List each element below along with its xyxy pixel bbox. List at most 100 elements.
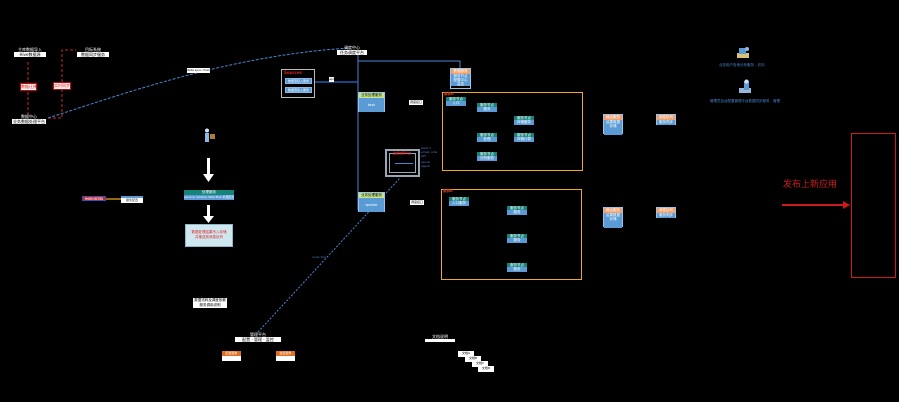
cluster-a-group[interactable]: 集群A	[442, 92, 583, 171]
business-node-bottom-body: worker	[359, 198, 384, 212]
monitor-side-label: Alert 1	[421, 146, 432, 150]
sources-panel-title: Sources	[284, 70, 302, 75]
monitor-title: 监控告警平台	[393, 151, 412, 155]
data-service-title: 数据服务	[451, 69, 470, 74]
dashed-label-sync: 实时同步	[53, 82, 71, 90]
output-node-body: 结果数据 存储	[604, 120, 622, 135]
monitor-signal-line	[395, 163, 413, 164]
source-node[interactable]: 主库数据导入 Hive数据源	[14, 47, 46, 57]
business-node-top[interactable]: 业务处理服务 task	[358, 92, 385, 112]
monitor-service-body	[276, 356, 295, 361]
person-icon	[202, 128, 216, 144]
process-service-node[interactable]: 处理服务 service module data flow 处理配置	[184, 190, 234, 202]
process-tag-red: 数据处理流程	[82, 196, 106, 201]
edge-label-bottom: 调度接口	[410, 200, 424, 205]
cluster-a-node[interactable]: 服务节点 存储服务	[514, 116, 534, 127]
cluster-b-node[interactable]: 服务节点 服务	[507, 206, 527, 217]
release-target-box[interactable]	[851, 133, 896, 278]
arrow-shaft-2	[207, 205, 210, 217]
config-service-body	[222, 356, 241, 361]
doc-card[interactable]: 文档B	[465, 356, 481, 362]
cluster-a-node[interactable]: 服务节点 服务	[477, 103, 497, 114]
config-tag: 服务配置	[121, 196, 143, 203]
monitor-panel[interactable]: 监控告警平台	[385, 149, 420, 177]
doc-stack-title: 文档说明	[432, 334, 448, 339]
doc-card[interactable]: 文档C	[472, 361, 488, 367]
data-service-body-2: 配置中心	[451, 78, 470, 82]
data-service-body-3: 监控	[451, 82, 470, 86]
output-node[interactable]: 输出服务 结果数据 存储	[603, 114, 623, 135]
sources-panel-item[interactable]: 数据源接入服务	[285, 87, 312, 93]
monitor-side-label: server	[421, 160, 431, 164]
monitor-side-label: agent	[421, 164, 430, 168]
cluster-b-group[interactable]: 集群B	[441, 189, 582, 280]
doc-card[interactable]: 文档A	[458, 351, 474, 357]
monitor-service-title: 监控服务	[276, 351, 295, 356]
cluster-b-node[interactable]: 服务节点 入口服务	[449, 197, 469, 208]
release-label: 发布上新应用	[783, 180, 838, 190]
result-box: 数据处理结果写入存储 并推送到消息队列	[185, 224, 233, 247]
cluster-a-node[interactable]: 服务节点 分析服务	[477, 152, 497, 163]
output-node-body: 服务同步	[657, 213, 675, 218]
node-title: 服务节点	[446, 97, 466, 101]
node-body: 服务	[477, 107, 497, 112]
process-service-title: 处理服务	[184, 190, 234, 195]
cluster-a-node[interactable]: 服务节点 存储计算	[514, 133, 534, 144]
node-body: 存储服务	[514, 120, 534, 125]
management-platform[interactable]: 管理平台 配置 · 管理 · 监控	[235, 332, 281, 342]
node-body: 入口服务	[449, 201, 469, 206]
blue-inner-link-label: inner link	[312, 255, 326, 259]
cluster-b-node[interactable]: 服务节点 服务	[507, 234, 527, 245]
cluster-a-node[interactable]: 服务节点 入口	[446, 97, 466, 108]
scheduler-subtitle: 任务调度平台	[337, 50, 367, 55]
data-service-node[interactable]: 数据服务 服务节点 配置中心 监控	[450, 68, 471, 89]
middle-node[interactable]: 数据中心 业务数据处理平台	[12, 114, 46, 124]
sources-panel[interactable]: Sources 数据源接入服务 数据源接入服务	[281, 69, 315, 98]
sources-panel-item[interactable]: 数据源接入服务	[285, 78, 312, 84]
process-service-subtitle: service module data flow 处理配置	[184, 195, 234, 200]
node-body: 入口	[446, 101, 466, 106]
business-node-bottom-title: 业务处理服务	[359, 193, 384, 198]
output-node[interactable]: 消息队列 服务同步	[656, 114, 676, 125]
node-title: 服务节点	[477, 133, 497, 137]
scheduler-header[interactable]: 调度中心 任务调度平台	[337, 45, 367, 55]
monitor-service-node[interactable]: 监控服务	[276, 351, 295, 361]
cluster-a-node[interactable]: 服务节点 处理	[477, 133, 497, 144]
output-node-title: 输出服务	[604, 115, 622, 120]
release-arrow-head	[843, 201, 850, 209]
doc-stack-bar	[425, 339, 455, 342]
business-node-top-title: 业务处理服务	[359, 93, 384, 98]
monitor-side-label: email, sms	[421, 150, 438, 154]
bottom-note: 数据流转及调度依赖 服务调用说明	[193, 298, 227, 308]
output-node[interactable]: 输出服务 结果数据 存储	[603, 207, 623, 228]
blue-line-label: data sync channel	[187, 68, 210, 73]
arrow-shaft-1	[207, 158, 210, 174]
node-body: 分析服务	[477, 156, 497, 161]
cluster-b-node[interactable]: 服务节点 服务	[507, 263, 527, 274]
node-body: 服务	[507, 267, 527, 272]
output-node-title: 消息队列	[657, 208, 675, 213]
target-node-title: 目标系统	[85, 47, 101, 52]
node-body: 服务	[507, 238, 527, 243]
computer-user-label: 业务用户查询分析服务 - 访问	[719, 63, 765, 67]
middle-node-title: 数据中心	[21, 114, 37, 119]
node-title: 服务节点	[507, 263, 527, 267]
cluster-b-label: 集群B	[443, 189, 453, 193]
arrow-head-1	[203, 174, 214, 182]
dashed-label-migration: 数据迁移	[20, 83, 37, 91]
business-node-bottom[interactable]: 业务处理服务 worker	[358, 192, 385, 212]
monitor-side-labels: Alert 1 email, sms API server agent	[421, 146, 437, 168]
server-user-label: 管理员后台配置管理平台数据同步服务 - 管理	[710, 99, 780, 103]
output-node[interactable]: 消息队列 服务同步	[656, 207, 676, 218]
target-node[interactable]: 目标系统 数据同步服务	[77, 47, 109, 57]
computer-user-icon	[735, 45, 751, 61]
scheduler-title: 调度中心	[344, 45, 360, 50]
data-service-body-1: 服务节点	[451, 74, 470, 78]
doc-card[interactable]: 文档D	[478, 366, 494, 372]
output-node-title: 消息队列	[657, 115, 675, 120]
business-node-top-body: task	[359, 98, 384, 112]
config-service-node[interactable]: 配置服务	[222, 351, 241, 361]
target-node-subtitle: 数据同步服务	[77, 52, 109, 57]
platform-title: 管理平台	[250, 332, 266, 337]
config-service-title: 配置服务	[222, 351, 241, 356]
